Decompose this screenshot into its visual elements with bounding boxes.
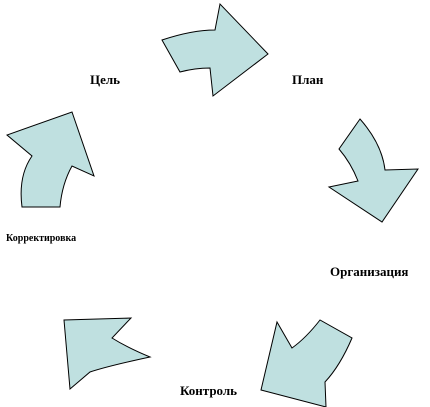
- arrow-organization-to-control: [260, 319, 353, 407]
- label-correction: Корректировка: [6, 233, 77, 244]
- arrow-control-to-correction: [63, 317, 152, 391]
- arrow-goal-to-plan: [161, 2, 269, 97]
- label-control: Контроль: [180, 383, 238, 398]
- label-organization: Организация: [330, 264, 409, 279]
- arrow-correction-to-goal: [6, 111, 95, 208]
- label-plan: План: [292, 72, 324, 87]
- label-goal: Цель: [90, 72, 121, 87]
- arrow-plan-to-organization: [327, 118, 419, 223]
